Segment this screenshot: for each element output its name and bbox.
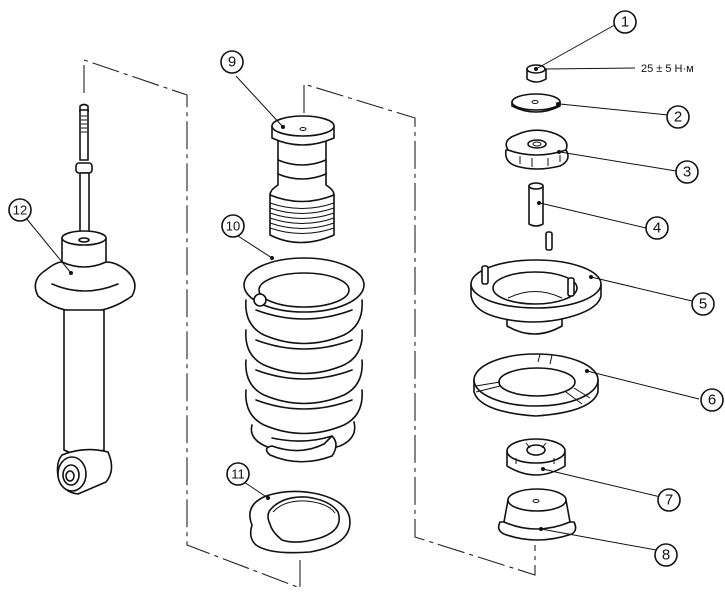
bump-stop-part xyxy=(269,115,335,244)
nut-part xyxy=(526,64,547,83)
lower-insulator-part xyxy=(249,490,351,554)
svg-text:12: 12 xyxy=(13,203,27,218)
svg-text:9: 9 xyxy=(228,54,236,71)
svg-text:8: 8 xyxy=(662,547,670,564)
upper-spring-seat-part xyxy=(473,353,599,417)
svg-text:2: 2 xyxy=(674,109,682,126)
leader-lines xyxy=(25,21,700,553)
dust-cap-part xyxy=(497,488,577,541)
callout-6: 6 xyxy=(700,388,724,412)
svg-text:5: 5 xyxy=(699,296,707,313)
rubber-cushion-part xyxy=(504,129,569,170)
callout-3: 3 xyxy=(675,160,699,184)
callout-5: 5 xyxy=(691,292,715,316)
callout-2: 2 xyxy=(666,105,690,129)
lower-cushion-part xyxy=(506,438,566,476)
callout-9: 9 xyxy=(220,50,244,74)
callout-8: 8 xyxy=(654,543,678,567)
svg-text:6: 6 xyxy=(708,392,716,409)
svg-text:3: 3 xyxy=(683,164,691,181)
svg-text:4: 4 xyxy=(653,220,661,237)
guide-line-right xyxy=(303,83,536,576)
svg-text:7: 7 xyxy=(665,492,673,509)
coil-spring-part xyxy=(243,257,365,463)
svg-text:1: 1 xyxy=(621,14,629,31)
callout-4: 4 xyxy=(645,216,669,240)
torque-spec-label: 25 ± 5 Н·м xyxy=(641,63,694,75)
shock-absorber-part xyxy=(34,103,136,495)
assembly-guide-lines xyxy=(83,59,536,589)
callout-7: 7 xyxy=(657,488,681,512)
svg-text:10: 10 xyxy=(226,219,240,234)
callout-11: 11 xyxy=(226,462,250,486)
upper-mount-part xyxy=(470,231,602,335)
guide-line-left xyxy=(83,59,301,589)
washer-part xyxy=(511,93,561,113)
spacer-sleeve-part xyxy=(528,182,544,227)
callout-10: 10 xyxy=(221,214,245,238)
callout-12: 12 xyxy=(8,198,32,222)
svg-text:11: 11 xyxy=(231,467,245,482)
callout-1: 1 xyxy=(613,10,637,34)
